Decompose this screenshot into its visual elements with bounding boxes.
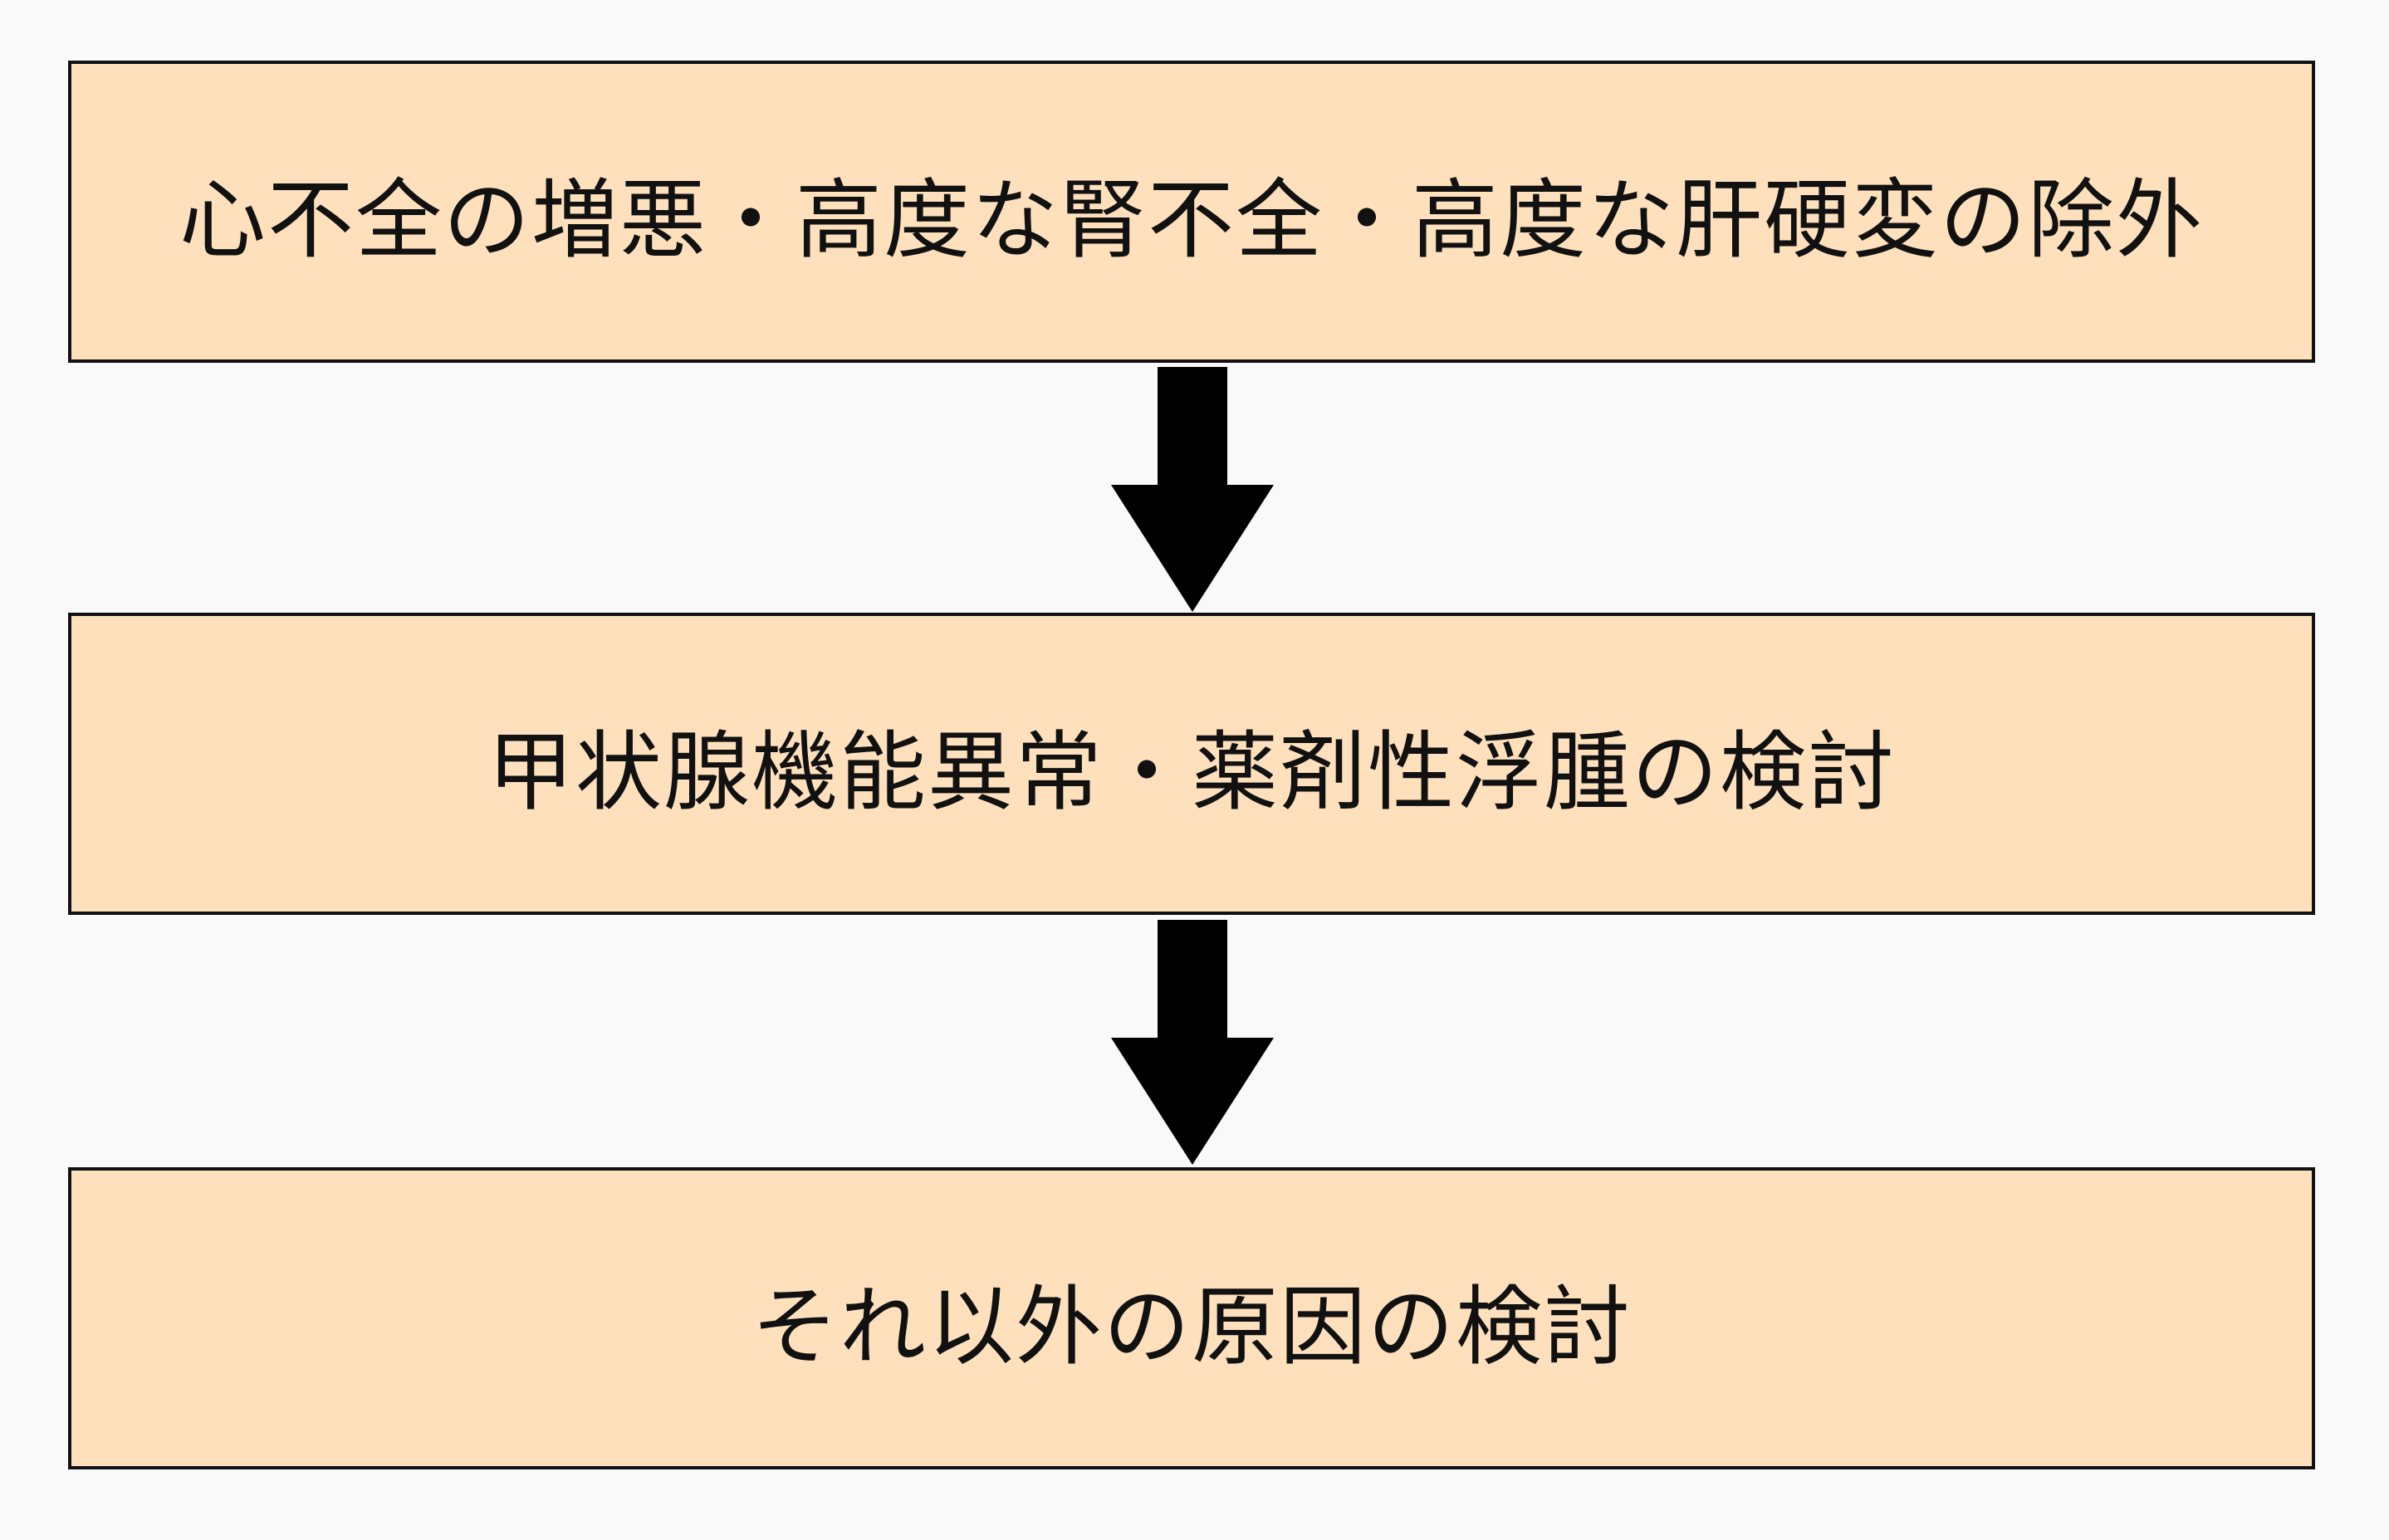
step-box-exclusion: 心不全の増悪・高度な腎不全・高度な肝硬変の除外 <box>68 61 2315 363</box>
step-box-other-causes: それ以外の原因の検討 <box>68 1167 2315 1469</box>
down-arrow-icon <box>1111 367 1274 612</box>
step-label-thyroid-drug: 甲状腺機能異常・薬剤性浮腫の検討 <box>487 721 1896 823</box>
step-box-thyroid-drug: 甲状腺機能異常・薬剤性浮腫の検討 <box>68 613 2315 915</box>
step-label-other-causes: それ以外の原因の検討 <box>751 1275 1632 1377</box>
step-label-exclusion: 心不全の増悪・高度な腎不全・高度な肝硬変の除外 <box>179 169 2204 271</box>
down-arrow-icon <box>1111 920 1274 1165</box>
